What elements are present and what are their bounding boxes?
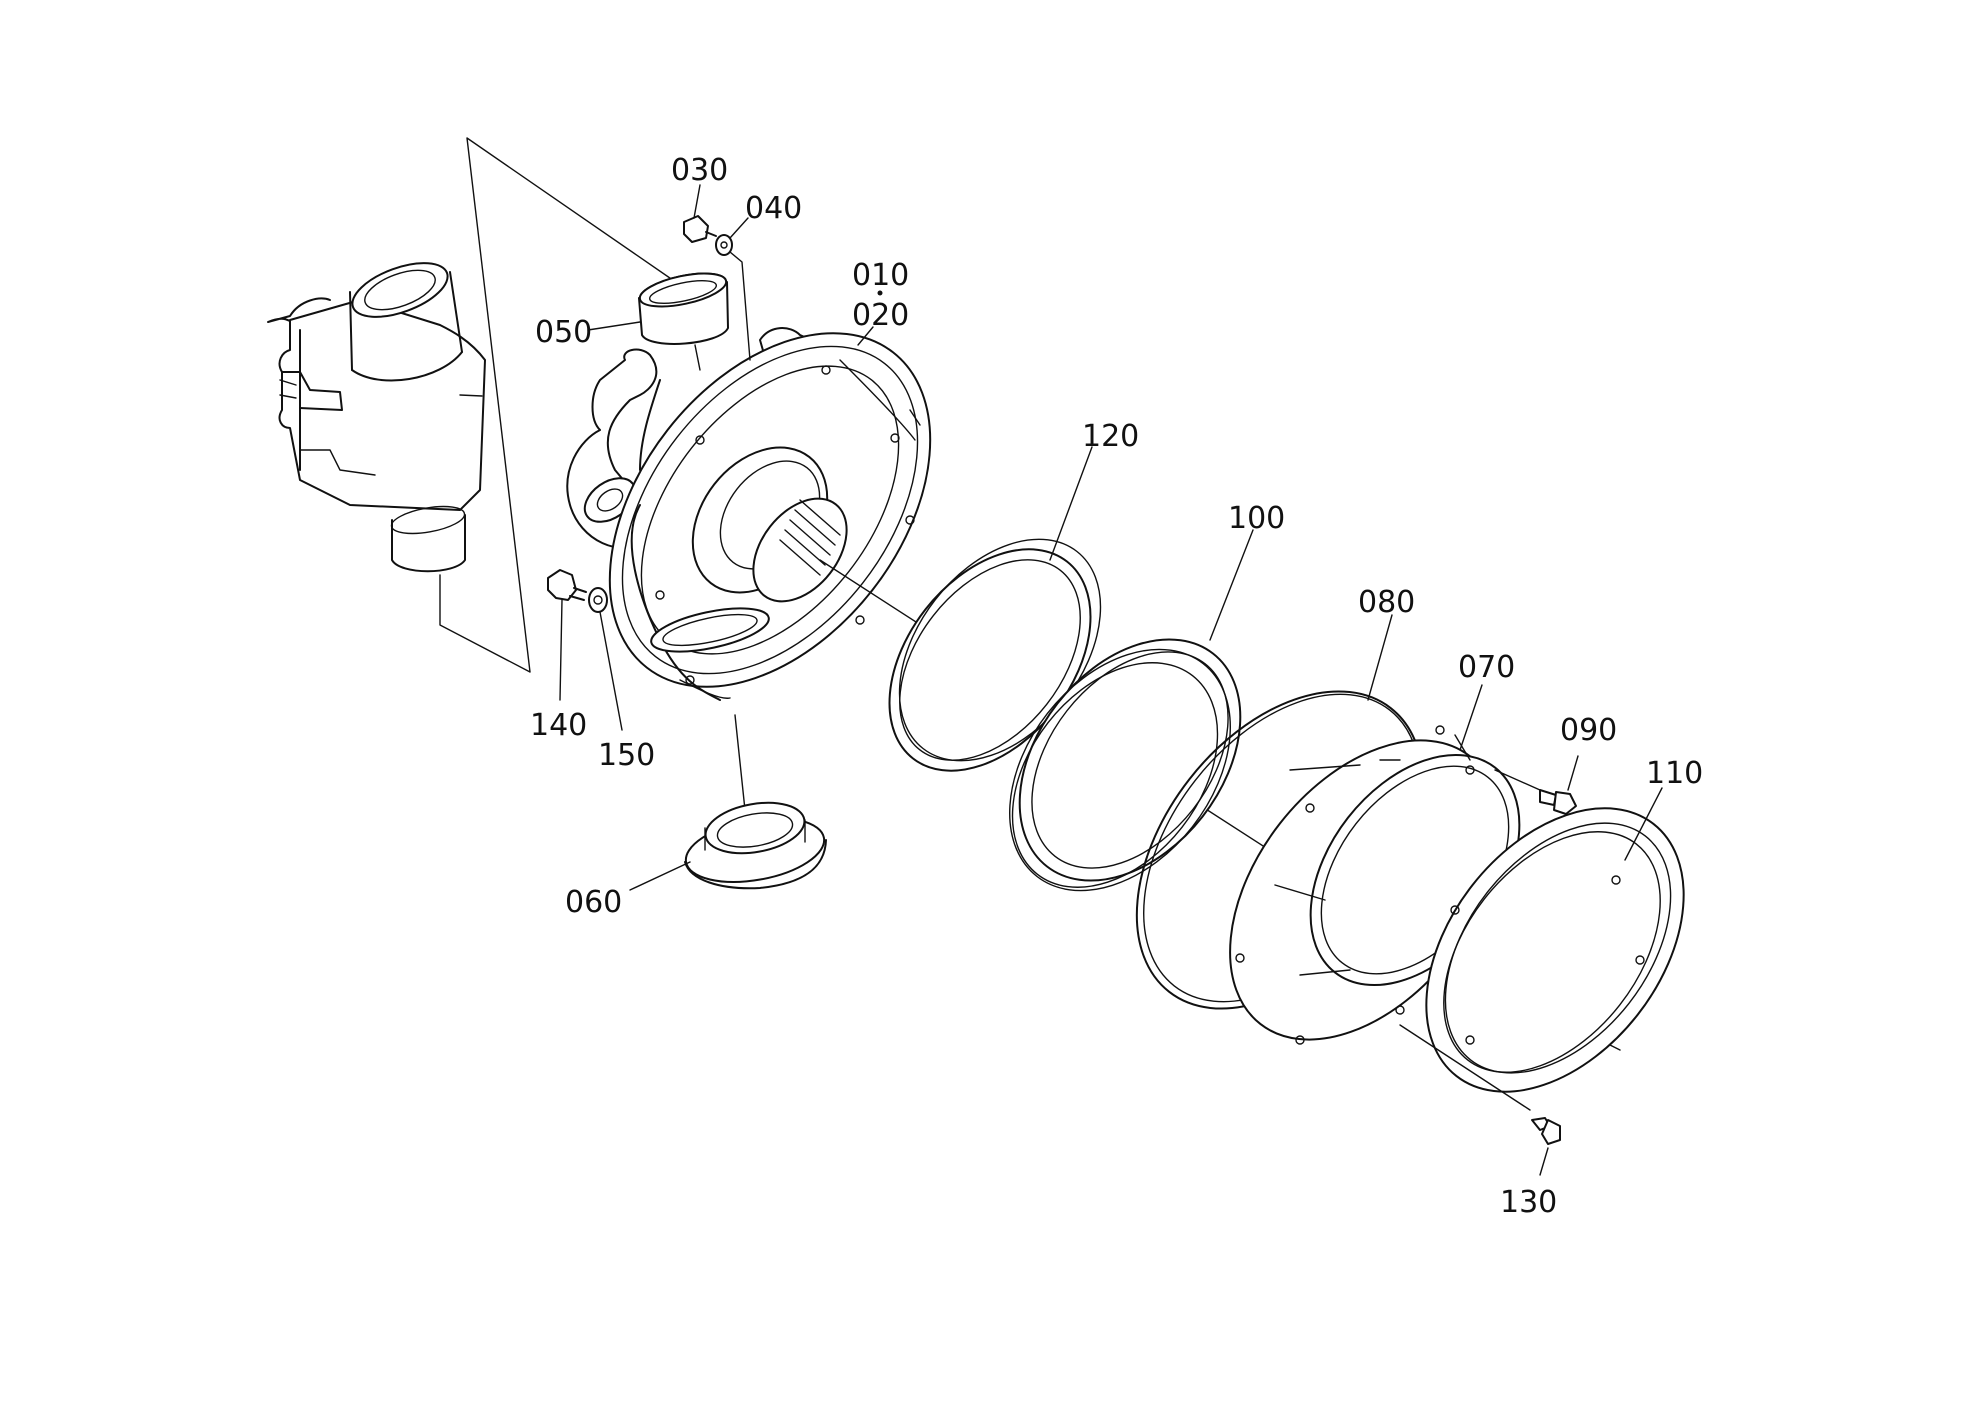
callout-110: 120 [1082,419,1139,454]
leader-050 [587,321,641,331]
callout-080: 080 [1358,585,1415,620]
washer-150-part [588,587,608,613]
sleeve-050-part [638,272,729,371]
leader-080 [1367,614,1393,701]
leader-060 [629,861,691,891]
leader-090 [1567,755,1579,791]
pump-casing-part [566,327,932,701]
leader-140 [559,599,563,701]
ring-100-part [1009,638,1242,892]
callout-030: 030 [671,153,728,188]
leader-150 [599,611,623,731]
seal-060-part [684,714,827,890]
callout-010: 010 [852,258,909,293]
upper-housing-part [267,262,486,573]
callout-050: 050 [535,315,592,350]
callout-130: 130 [1500,1185,1557,1220]
callout-140: 140 [530,708,587,743]
washer-040-part [715,217,751,361]
leader-120 [1624,787,1663,861]
callout-020: 020 [852,298,909,333]
leader-070 [1459,684,1483,751]
callout-060: 060 [565,885,622,920]
callout-040: 040 [745,191,802,226]
callout-070: 070 [1458,650,1515,685]
flange-120-part [1425,807,1685,1093]
leader-100 [1209,529,1254,641]
leader-130 [1539,1147,1549,1176]
callout-090: 090 [1560,713,1617,748]
leader-110 [1049,446,1093,561]
leader-010-020 [857,326,874,346]
bolt-030-part [683,184,717,243]
bolt-130-part [1399,1024,1561,1145]
plug-140-part [547,569,587,601]
label-dot-010-020 [877,290,883,296]
bolt-090-part [1494,769,1577,815]
callout-100: 100 [1228,501,1285,536]
callout-120: 110 [1646,756,1703,791]
leader-lines [439,137,681,673]
callout-150: 150 [598,738,655,773]
